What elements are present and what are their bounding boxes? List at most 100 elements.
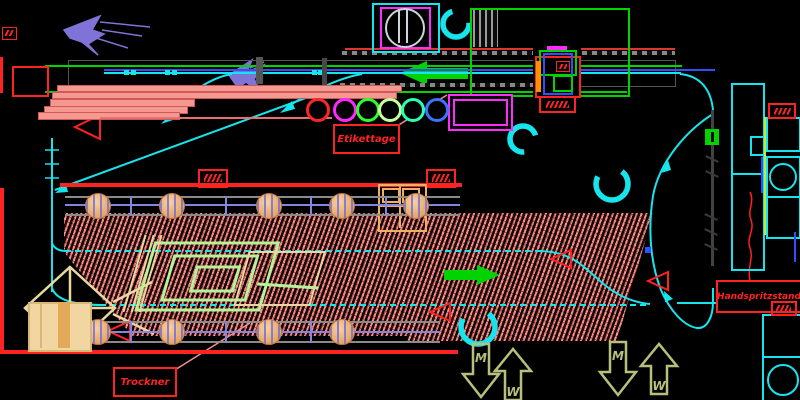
color-station-circle [333, 98, 357, 122]
blue-rail-line [104, 69, 715, 71]
fan-chord [398, 9, 400, 43]
rail-marker [318, 70, 323, 75]
wall-line-left [0, 188, 4, 354]
control-box-divider [399, 184, 401, 228]
roller-barrel-icon [256, 193, 282, 219]
booth-filter-line [764, 117, 766, 235]
roller-tick [310, 321, 312, 343]
flow-letter: M [612, 349, 624, 363]
roller-axle-line [65, 331, 440, 333]
red-feed-line [345, 48, 675, 50]
conveyor-loop-right [649, 73, 714, 330]
flow-arrow-up [638, 342, 680, 396]
roller-barrel-icon [85, 193, 111, 219]
label-etikettage: Etikettage [333, 124, 400, 154]
rail-marker [172, 70, 177, 75]
roller-tick [130, 321, 132, 343]
color-station-circle [378, 98, 402, 122]
dryer-serpentine-path [122, 235, 327, 312]
roller-door [473, 10, 498, 47]
profile-stack-bar [57, 85, 402, 92]
profile-stack-bar [52, 92, 397, 99]
color-station-circle [425, 98, 449, 122]
red-edge-mark [0, 57, 3, 93]
roller-tick [310, 196, 312, 216]
roller-tick [225, 321, 227, 343]
machine-cluster-blue [543, 53, 573, 95]
fan-unit [372, 3, 440, 53]
chain-line [340, 83, 542, 87]
flow-letter: M [475, 351, 487, 365]
bottom-right-fan-icon [767, 364, 799, 396]
machine-cluster-magenta-strip [547, 46, 567, 50]
roller-barrel-icon [159, 319, 185, 345]
annotation-tag-icon [198, 169, 228, 188]
annotation-tag-icon [556, 61, 570, 72]
machine-cluster-green-small [553, 75, 573, 92]
profile-thin-bar [100, 117, 332, 119]
dryer-conveyor-lines [65, 250, 725, 313]
spray-booth-cell [766, 117, 800, 152]
fan-rotor-icon [385, 8, 425, 48]
annotation-tag-icon [426, 169, 456, 188]
flow-arrow-down [460, 342, 502, 400]
color-station-circle [356, 98, 380, 122]
roller-barrel-icon [403, 193, 429, 219]
column-post [256, 57, 263, 84]
roller-barrel-icon [329, 319, 355, 345]
spray-booth-wall [731, 83, 765, 271]
label-etikettage-text: Etikettage [337, 133, 396, 145]
booth-blue-line [761, 157, 763, 193]
pallet-box-stripe [58, 302, 70, 348]
label-trockner: Trockner [113, 367, 177, 397]
booth-blue-line [794, 232, 796, 262]
rail-marker [131, 70, 136, 75]
station-box-magenta [448, 94, 513, 131]
annotation-tag-icon [539, 96, 576, 113]
beam-vertical [711, 110, 714, 266]
roller-tick [130, 196, 132, 216]
wall-line-bottom [0, 350, 458, 354]
green-arrow-right [444, 265, 500, 285]
machine-cluster-orange-bar [536, 61, 541, 92]
annotation-tag-icon [768, 103, 796, 119]
annotation-tag-icon [771, 301, 797, 316]
roller-tick [225, 196, 227, 216]
roller-rail [65, 341, 440, 343]
cyan-rail-line [104, 72, 681, 74]
roller-barrel-icon [256, 319, 282, 345]
direction-triangle-icon [72, 113, 669, 343]
color-station-circle [306, 98, 330, 122]
rail-marker [312, 70, 317, 75]
pallet-box-divider [40, 302, 42, 348]
rail-marker [165, 70, 170, 75]
flow-arrow-up [492, 347, 534, 400]
roller-rail [65, 321, 440, 323]
color-station-circle [401, 98, 425, 122]
label-handspritzstand-text: Handspritzstand [717, 291, 800, 302]
blue-node-square [645, 247, 651, 253]
annotation-tag-icon [2, 27, 17, 40]
trolley-slit [711, 132, 714, 142]
flow-arrowhead-icon [661, 160, 673, 302]
sketch-arrow-icon [62, 14, 151, 56]
red-box-left [12, 66, 49, 97]
rail-marker [124, 70, 129, 75]
fan-chord [406, 9, 408, 43]
flow-letter: W [652, 379, 666, 393]
roller-tick [385, 196, 387, 216]
flow-arrow-down [597, 340, 639, 398]
roller-barrel-icon [329, 193, 355, 219]
chain-line [342, 51, 675, 55]
spray-booth-fan-icon [769, 163, 797, 191]
roller-barrel-icon [159, 193, 185, 219]
label-trockner-text: Trockner [120, 376, 170, 388]
spray-booth-divider [731, 173, 765, 175]
green-rail-line [45, 65, 682, 67]
bottom-right-divider [762, 356, 800, 358]
wall-line-top [60, 183, 462, 187]
profile-stack-bar [38, 112, 180, 120]
column-post [322, 58, 327, 87]
